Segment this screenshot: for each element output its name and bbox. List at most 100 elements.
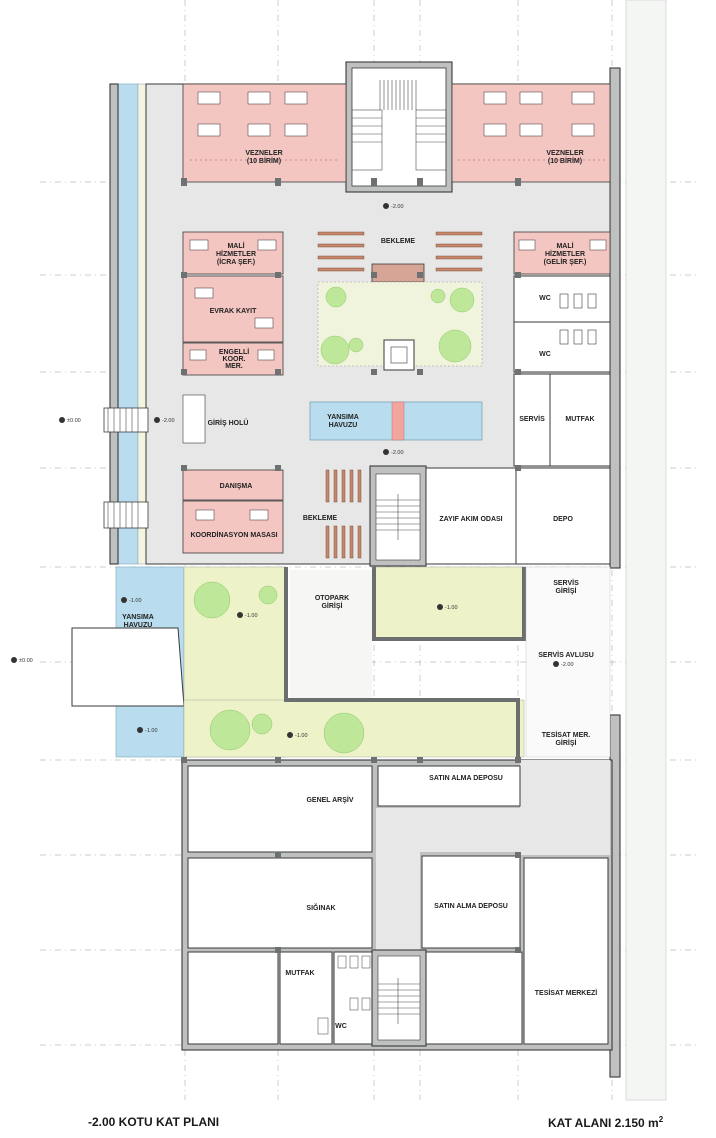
courtyard-green-right: [373, 566, 525, 640]
level-pool-center: -2.00: [391, 450, 404, 456]
otopark-1: OTOPARK: [315, 595, 349, 602]
servis-girisi-1: SERVİS: [553, 579, 579, 587]
engelli-2: KOOR.: [223, 356, 246, 363]
level-markers: -2.00 ±0.00 -2.00 -2.00 ±0.00 -1.00 -1.0…: [11, 203, 574, 739]
level-left-hall: -2.00: [162, 418, 175, 424]
level-courtyard-5: -1.00: [295, 733, 308, 739]
top-stair-core: [345, 61, 453, 193]
bekleme-mid-label: BEKLEME: [303, 515, 338, 522]
mali-left-3: (İCRA ŞEF.): [217, 258, 255, 266]
genel-arsiv-label: GENEL ARŞİV: [306, 796, 353, 804]
parking-ramp: [284, 567, 520, 757]
mali-hizmetler-left: MALİ HİZMETLER (İCRA ŞEF.): [182, 231, 284, 275]
zayif-akim-label: ZAYIF AKIM ODASI: [439, 516, 502, 523]
level-courtyard-4: -1.00: [145, 728, 158, 734]
bekleme-mid: BEKLEME: [303, 469, 362, 559]
vezneler-right-count: (10 BİRİM): [548, 157, 582, 165]
engelli-3: MER.: [225, 363, 243, 370]
reflecting-channel: [117, 83, 139, 565]
servis-mutfak-top: SERVİS MUTFAK: [513, 373, 611, 467]
bekleme-top: BEKLEME: [317, 231, 483, 283]
service-court: [525, 566, 611, 758]
zayif-akim-odasi: ZAYIF AKIM ODASI: [425, 467, 517, 565]
plan-area-label: KAT ALANI 2.150 m: [548, 1116, 659, 1130]
yansima-top-2: HAVUZU: [329, 422, 358, 429]
otopark-2: GİRİŞİ: [321, 602, 342, 610]
plan-area-unit: 2: [658, 1115, 664, 1124]
yansima-top-1: YANSIMA: [327, 414, 359, 421]
level-courtyard-2: -1.00: [245, 613, 258, 619]
structural-columns: [181, 178, 521, 953]
mutfak-top-label: MUTFAK: [565, 416, 594, 423]
depo: DEPO: [515, 467, 611, 565]
corridor-vertical: [376, 850, 420, 950]
mali-hizmetler-right: MALİ HİZMETLER (GELİR ŞEF.): [513, 231, 611, 275]
engelli-koor: ENGELLİ KOOR. MER.: [182, 342, 284, 376]
entry-bridge-upper: [103, 407, 149, 433]
depo-label: DEPO: [553, 516, 573, 523]
right-wall-upper: [609, 67, 621, 569]
mali-right-1: MALİ: [556, 242, 573, 250]
siginak-label: SIĞINAK: [306, 903, 335, 912]
mali-right-3: (GELİR ŞEF.): [544, 258, 587, 266]
satin-alma-top-label: SATIN ALMA DEPOSU: [429, 775, 503, 782]
mali-left-2: HİZMETLER: [216, 250, 256, 258]
koordinasyon-masasi: KOORDİNASYON MASASI: [182, 500, 284, 554]
koordinasyon-label: KOORDİNASYON MASASI: [190, 531, 277, 539]
tesisat-mer-2: GİRİŞİ: [555, 739, 576, 747]
wc-bottom-label: WC: [335, 1023, 347, 1030]
evrak-kayit: EVRAK KAYIT: [182, 275, 284, 343]
evrak-kayit-label: EVRAK KAYIT: [210, 308, 258, 315]
plan-area: KAT ALANI 2.150 m2: [548, 1115, 663, 1130]
wc-mid-label: WC: [539, 351, 551, 358]
ramp-inner: [372, 567, 526, 641]
mali-left-1: MALİ: [227, 242, 244, 250]
entry-bridge-lower: [103, 501, 149, 529]
parking-area: [290, 570, 372, 698]
lower-left-rooms: MUTFAK WC: [187, 951, 373, 1045]
level-courtyard-3: -1.00: [445, 605, 458, 611]
vezneler-right-label: VEZNELER: [546, 150, 583, 157]
satin-alma-top: SATIN ALMA DEPOSU: [377, 765, 521, 807]
corridor-right: [520, 760, 610, 855]
giris-holu-label: GİRİŞ HOLÜ: [208, 418, 249, 427]
wc-block-top: WC WC: [513, 275, 611, 373]
wc-top-label: WC: [539, 295, 551, 302]
middle-stair-core: [369, 465, 427, 567]
vezneler-left-label: VEZNELER: [245, 150, 282, 157]
plan-title: -2.00 KOTU KAT PLANI: [88, 1115, 220, 1129]
servis-girisi-2: GİRİŞİ: [555, 587, 576, 595]
level-top-center: -2.00: [391, 204, 404, 210]
servis-label: SERVİS: [519, 415, 545, 423]
vezneler-right: VEZNELER (10 BİRİM): [451, 83, 611, 183]
entry-door-zone: [182, 394, 206, 444]
mutfak-bottom-label: MUTFAK: [285, 970, 314, 977]
genel-arsiv: GENEL ARŞİV: [187, 765, 373, 853]
level-left-outside: ±0.00: [19, 658, 33, 664]
left-outer-wall: [109, 83, 119, 565]
engelli-1: ENGELLİ: [219, 348, 249, 356]
right-facade: [625, 0, 667, 1101]
vezneler-left-count: (10 BİRİM): [247, 157, 281, 165]
tesisat-merkezi: TESİSAT MERKEZİ: [425, 857, 609, 1045]
yansima-havuzu-pool: YANSIMA HAVUZU: [309, 401, 483, 441]
interior-garden: [317, 281, 483, 371]
left-entry-canopy: [71, 627, 185, 707]
corridor-lower: [376, 808, 526, 852]
level-courtyard-1: -1.00: [129, 598, 142, 604]
danisma: DANIŞMA: [182, 469, 284, 501]
danisma-label: DANIŞMA: [220, 483, 253, 490]
siginak: SIĞINAK: [187, 857, 373, 949]
lower-stair-core: [371, 949, 427, 1047]
yansima-left-1: YANSIMA: [122, 614, 154, 621]
level-servis-avlusu: -2.00: [561, 662, 574, 668]
bekleme-top-label: BEKLEME: [381, 238, 416, 245]
tesisat-merkezi-label: TESİSAT MERKEZİ: [535, 989, 598, 997]
yansima-left-2: HAVUZU: [124, 622, 153, 629]
satin-alma-bottom-label: SATIN ALMA DEPOSU: [434, 903, 508, 910]
mali-right-2: HİZMETLER: [545, 250, 585, 258]
vezneler-left: VEZNELER (10 BİRİM): [182, 83, 347, 183]
tesisat-mer-1: TESİSAT MER.: [542, 731, 591, 739]
channel-edge: [137, 83, 147, 565]
